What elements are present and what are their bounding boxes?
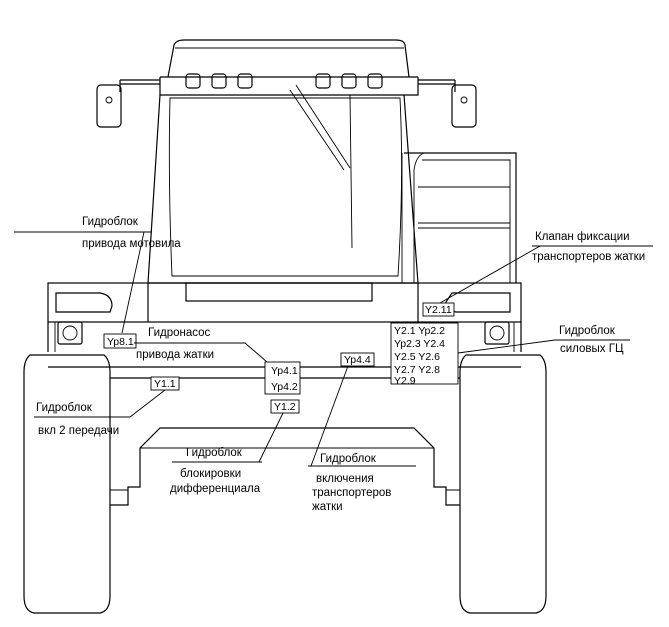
fix-valve-subtitle: транспортеров жатки (532, 251, 645, 263)
callout-power-cyl: Y2.1 Yp2.2 Yp2.3 Y2.4 Y2.5 Y2.6 Y2.7 Y2.… (390, 322, 630, 387)
power-cyl-code-2: Yp2.3 Y2.4 (394, 338, 445, 350)
power-cyl-code-3: Y2.5 Y2.6 (394, 351, 440, 363)
callout-conveyors-on: Yp4.4 Гидроблок включения транспортеров … (308, 352, 416, 513)
gear2-code: Y1.1 (154, 378, 176, 390)
fix-valve-code: Y2.11 (425, 304, 452, 316)
diff-lock-line-1: блокировки (180, 468, 241, 480)
callout-fix-valve: Клапан фиксации транспортеров жатки Y2.1… (422, 231, 653, 317)
pump-subtitle: привода жатки (136, 349, 214, 361)
power-cyl-code-4: Y2.7 Y2.8 (394, 364, 440, 376)
pump-code-2: Yp4.2 (271, 381, 298, 393)
power-cyl-title: Гидроблок (559, 325, 616, 337)
pump-code-1: Yp4.1 (271, 365, 298, 377)
motovilo-code: Yp8.1 (107, 336, 134, 348)
fix-valve-title: Клапан фиксации (535, 231, 630, 243)
callout-gear2: Y1.1 Гидроблок вкл 2 передачи (34, 376, 180, 437)
wheels (23, 354, 547, 614)
gear2-title: Гидроблок (36, 402, 93, 414)
diff-lock-title: Гидроблок (186, 447, 243, 459)
power-cyl-code-5: Y2.9 (394, 375, 416, 387)
conveyors-on-title: Гидроблок (320, 453, 377, 465)
conveyors-on-code: Yp4.4 (344, 354, 371, 366)
chassis (110, 377, 460, 506)
conveyors-on-line-1: включения (316, 473, 374, 485)
conveyors-on-line-2: транспортеров (312, 487, 391, 499)
gear2-subtitle: вкл 2 передачи (38, 425, 119, 437)
callout-pump: Гидронасос привода жатки Yp4.1 Yp4.2 (134, 327, 301, 395)
conveyors-on-line-3: жатки (312, 501, 343, 513)
diff-lock-code: Y1.2 (274, 401, 296, 413)
ladder-railing (401, 152, 517, 283)
diff-lock-line-2: дифференциала (170, 483, 261, 495)
motovilo-subtitle: привода мотовила (82, 238, 181, 250)
power-cyl-code-1: Y2.1 Yp2.2 (394, 325, 445, 337)
callout-diff-lock: Y1.2 Гидроблок блокировки дифференциала (170, 399, 300, 495)
callout-motovilo: Гидроблок привода мотовила Yp8.1 (14, 216, 181, 349)
motovilo-title: Гидроблок (82, 216, 139, 228)
pump-title: Гидронасос (148, 327, 211, 339)
power-cyl-subtitle: силовых ГЦ (560, 343, 624, 355)
